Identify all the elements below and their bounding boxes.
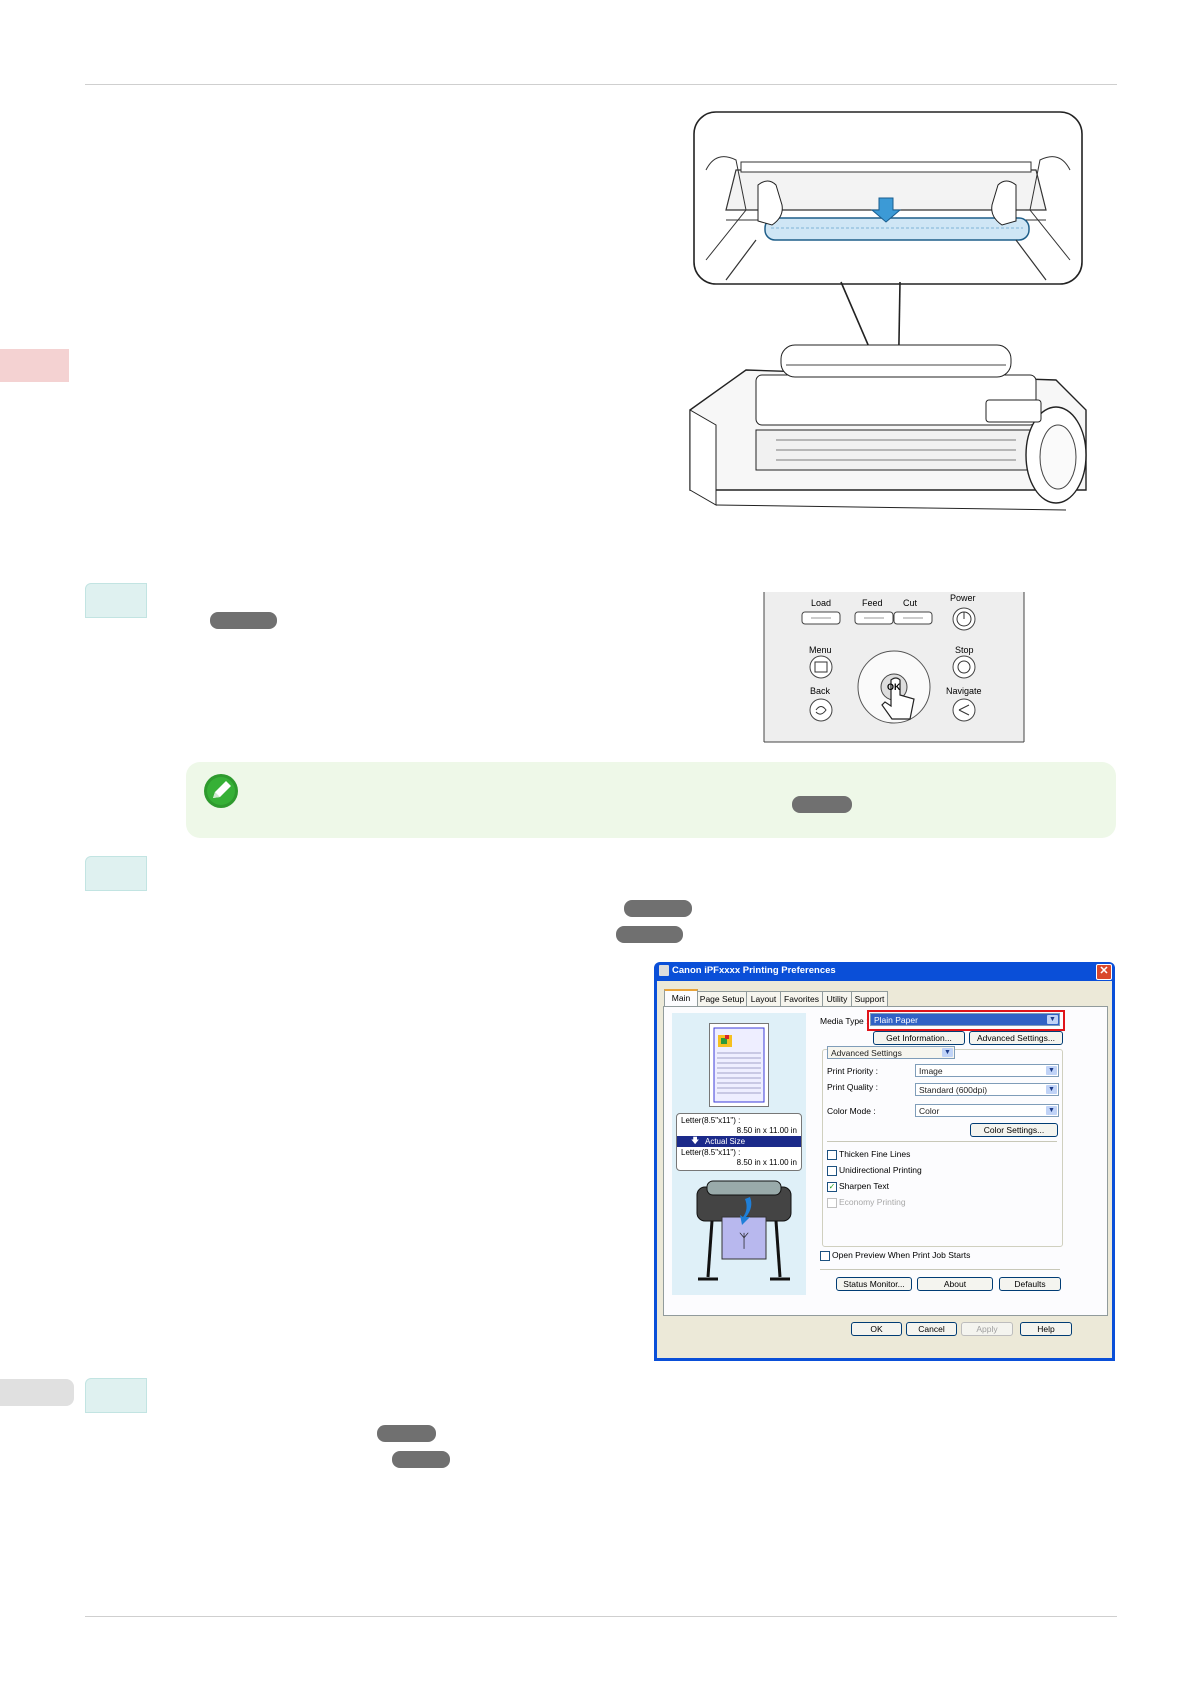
economy-printing-checkbox [827,1198,837,1208]
size-info-box: Letter(8.5"x11") : 8.50 in x 11.00 in 🡇 … [676,1113,802,1171]
power-button-label: Power [950,593,976,603]
unidirectional-printing-label: Unidirectional Printing [839,1165,922,1175]
footer-rule [85,1616,1117,1617]
print-quality-select[interactable]: Standard (600dpi) ▼ [915,1083,1059,1096]
color-mode-value: Color [919,1106,940,1116]
printer-icon [659,965,669,976]
dialog-title: Canon iPFxxxx Printing Preferences [672,965,836,976]
economy-printing-label: Economy Printing [839,1197,906,1207]
print-preview-pane: Letter(8.5"x11") : 8.50 in x 11.00 in 🡇 … [672,1013,806,1295]
ok-button[interactable]: OK [851,1322,902,1336]
media-type-select[interactable]: Plain Paper ▼ [870,1013,1060,1026]
svg-text:ᛉ: ᛉ [739,1231,750,1252]
print-quality-label: Print Quality : [827,1082,879,1092]
chevron-down-icon: ▼ [942,1048,953,1057]
output-size-name: Letter(8.5"x11") : [681,1148,741,1157]
ok-button-label: OK [887,682,901,692]
get-information-button[interactable]: Get Information... [873,1031,965,1045]
load-button-label: Load [811,598,832,608]
down-arrow-icon: 🡇 [691,1136,700,1145]
printer-roll-illustration [689,111,1087,511]
apply-button: Apply [961,1322,1013,1336]
menu-button-label: Menu [809,645,832,655]
tab-favorites[interactable]: Favorites [780,991,823,1006]
reference-link-5[interactable] [392,1451,450,1468]
print-priority-label: Print Priority : [827,1066,879,1076]
tab-support[interactable]: Support [851,991,888,1006]
color-mode-label: Color Mode : [827,1106,876,1116]
reference-link-3[interactable] [616,926,683,943]
advanced-settings-button[interactable]: Advanced Settings... [969,1031,1063,1045]
step-number-box-1 [85,583,147,618]
note-pencil-icon [204,774,238,808]
reference-link-1[interactable] [210,612,277,629]
navigate-button-label: Navigate [946,686,982,696]
header-rule [85,84,1117,85]
settings-divider [827,1141,1057,1142]
step-number-box-2 [85,856,147,891]
status-monitor-button[interactable]: Status Monitor... [836,1277,912,1291]
reference-link-4[interactable] [377,1425,436,1442]
reference-link-2[interactable] [624,900,692,917]
chevron-down-icon: ▼ [1046,1085,1057,1094]
unidirectional-printing-checkbox[interactable] [827,1166,837,1176]
output-size-dims: 8.50 in x 11.00 in [736,1158,797,1167]
settings-mode-select[interactable]: Advanced Settings ▼ [827,1046,955,1059]
chevron-down-icon: ▼ [1046,1066,1057,1075]
close-icon[interactable]: ✕ [1096,964,1112,980]
print-priority-select[interactable]: Image ▼ [915,1064,1059,1077]
control-panel-illustration [763,592,1025,743]
tab-layout[interactable]: Layout [746,991,781,1006]
step-number-box-3 [85,1378,147,1413]
open-preview-label: Open Preview When Print Job Starts [832,1250,971,1260]
main-tab-panel: Letter(8.5"x11") : 8.50 in x 11.00 in 🡇 … [663,1006,1108,1316]
bottom-divider [820,1269,1060,1270]
original-size-name: Letter(8.5"x11") : [681,1116,741,1125]
printing-preferences-dialog: Canon iPFxxxx Printing Preferences ✕ Mai… [654,962,1115,1361]
back-button-label: Back [810,686,831,696]
thicken-fine-lines-label: Thicken Fine Lines [839,1149,911,1159]
media-type-label: Media Type : [820,1016,869,1026]
chapter-tab-marker [0,349,69,382]
media-type-value: Plain Paper [874,1015,918,1025]
settings-group [822,1049,1063,1247]
open-preview-checkbox[interactable] [820,1251,830,1261]
color-mode-select[interactable]: Color ▼ [915,1104,1059,1117]
tab-utility[interactable]: Utility [822,991,852,1006]
print-priority-value: Image [919,1066,943,1076]
defaults-button[interactable]: Defaults [999,1277,1061,1291]
about-button[interactable]: About [917,1277,993,1291]
note-box [186,762,1116,838]
cut-button-label: Cut [903,598,918,608]
tab-page-setup[interactable]: Page Setup [697,991,747,1006]
sharpen-text-checkbox[interactable]: ✓ [827,1182,837,1192]
chevron-down-icon: ▼ [1047,1015,1058,1024]
section-tab-marker [0,1379,74,1406]
actual-size-label: Actual Size [705,1137,746,1146]
color-settings-button[interactable]: Color Settings... [970,1123,1058,1137]
thicken-fine-lines-checkbox[interactable] [827,1150,837,1160]
help-button[interactable]: Help [1020,1322,1072,1336]
dialog-title-bar: Canon iPFxxxx Printing Preferences ✕ [654,962,1115,980]
note-reference-link[interactable] [792,796,852,813]
media-type-highlight [867,1010,1065,1031]
original-size-dims: 8.50 in x 11.00 in [736,1126,797,1135]
sharpen-text-label: Sharpen Text [839,1181,889,1191]
cancel-button[interactable]: Cancel [906,1322,957,1336]
printer-preview-icon: ᛉ [696,1180,792,1281]
chevron-down-icon: ▼ [1046,1106,1057,1115]
stop-button-label: Stop [955,645,974,655]
print-quality-value: Standard (600dpi) [919,1085,988,1095]
feed-button-label: Feed [862,598,883,608]
dialog-body: Main Page Setup Layout Favorites Utility… [657,981,1112,1358]
page-preview-thumbnail [709,1023,769,1107]
settings-mode-value: Advanced Settings [831,1048,902,1058]
actual-size-bar: 🡇 Actual Size [677,1136,801,1147]
